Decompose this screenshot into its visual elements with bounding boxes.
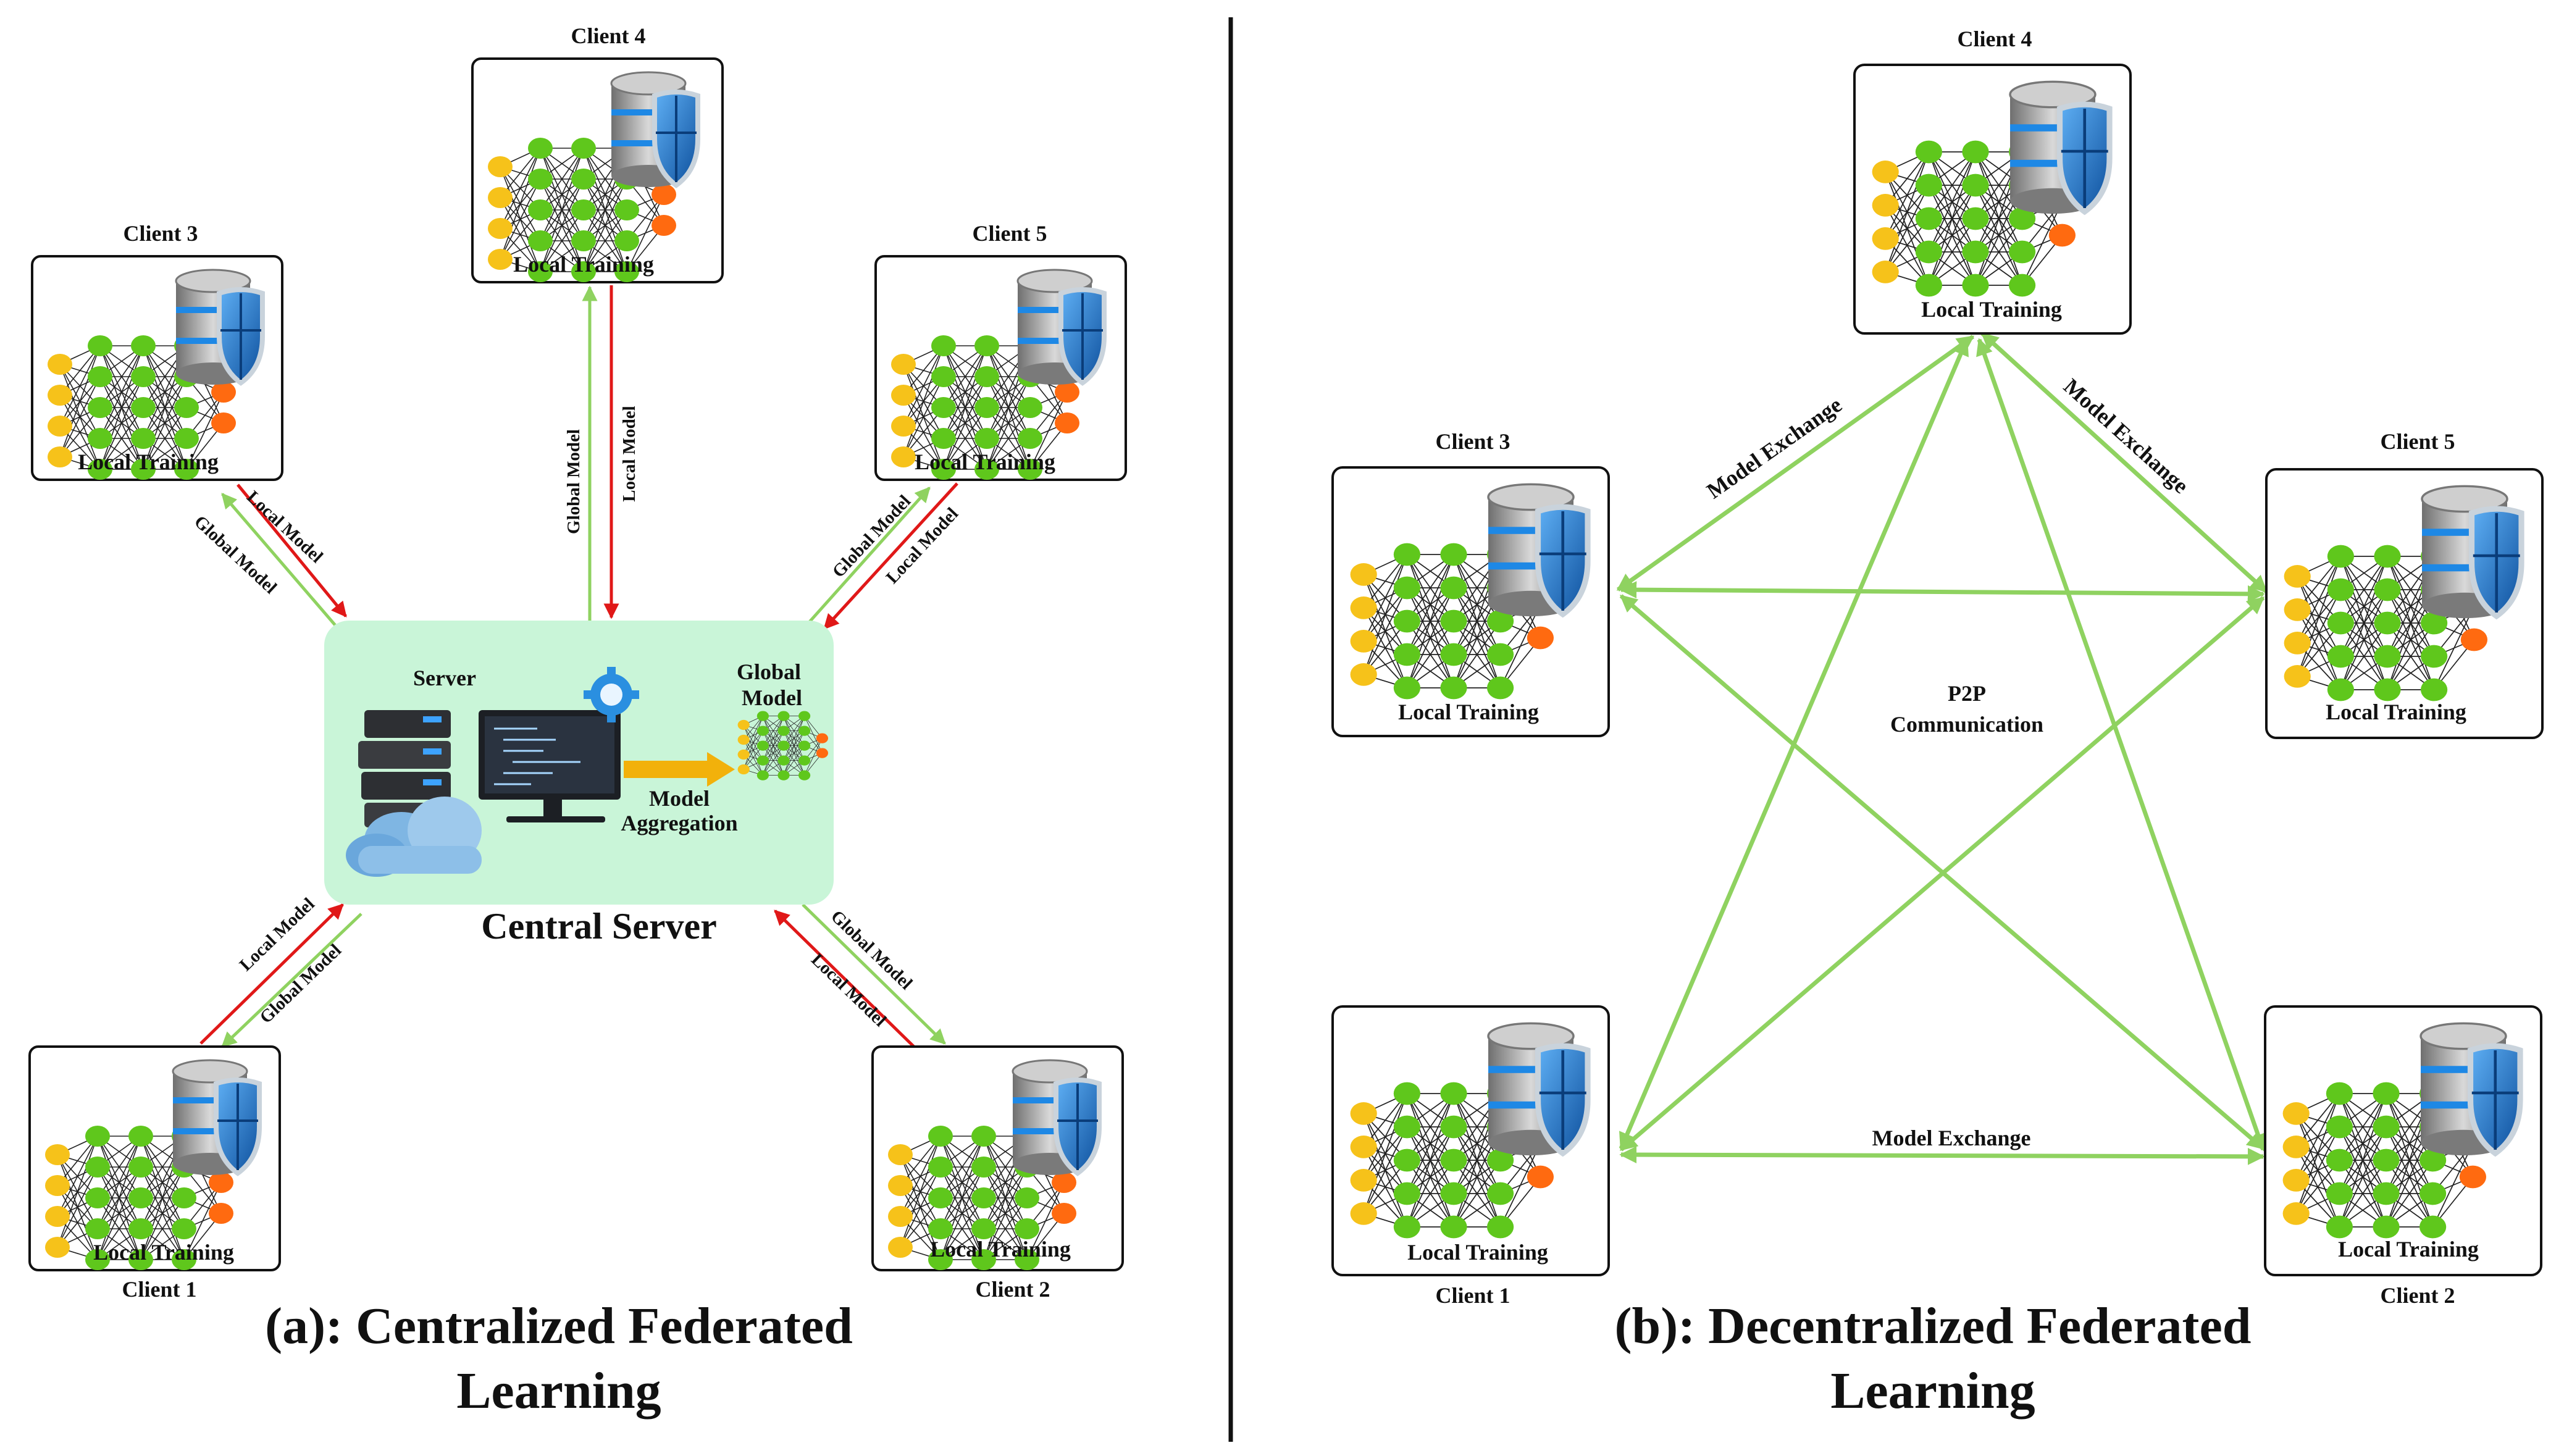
- arrow-client1-local: [199, 903, 344, 1045]
- database-shield-icon: [1488, 484, 1588, 616]
- arrow-client3-global: [221, 493, 338, 628]
- aggregation-label-line2: Aggregation: [621, 811, 737, 835]
- central-server-panel: Server: [324, 621, 834, 947]
- aggregation-arrow-icon: [624, 752, 735, 787]
- gear-icon: [584, 667, 639, 722]
- decentralized-panel: Model Exchange Model Exchange Model Exch…: [1331, 27, 2544, 1420]
- local-training-label: Local Training: [930, 1237, 1071, 1261]
- client-card: Client 3 Local Training: [31, 221, 283, 481]
- global-model-label-line2: Model: [742, 685, 802, 710]
- client-card: Client 5 Local Training: [874, 221, 1127, 481]
- client-name: Client 4: [571, 23, 646, 48]
- arrow-client1-global: [221, 913, 362, 1048]
- client-card: Client 4 Local Training: [471, 23, 724, 283]
- client-name: Client 5: [2381, 429, 2455, 454]
- exchange-label-right: Model Exchange: [2059, 374, 2193, 498]
- local-training-label: Local Training: [78, 450, 219, 474]
- local-training-label: Local Training: [1921, 297, 2062, 322]
- arrow-label-client3-global: Global Model: [190, 512, 280, 598]
- client-name: Client 4: [1958, 27, 2032, 51]
- exchange-label-left: Model Exchange: [1702, 392, 1846, 503]
- database-shield-icon: [611, 72, 698, 187]
- database-shield-icon: [173, 1060, 259, 1175]
- exchange-line-c3-c5: [1619, 581, 2265, 603]
- caption-a-line1: (a): Centralized Federated: [265, 1297, 853, 1355]
- database-shield-icon: [2421, 1023, 2520, 1155]
- arrow-client5-local: [823, 482, 958, 630]
- arrow-client2-global: [802, 903, 946, 1045]
- client-name: Client 1: [122, 1277, 197, 1302]
- server-label: Server: [413, 666, 476, 690]
- client-card: Client 3 Local Training: [1331, 429, 1610, 737]
- arrow-label-client1-local: Local Model: [236, 894, 319, 975]
- database-shield-icon: [2422, 486, 2521, 618]
- client-card: Local Training Client 1: [28, 1045, 281, 1302]
- exchange-label-bottom: Model Exchange: [1872, 1126, 2031, 1150]
- global-model-label-line1: Global: [737, 659, 801, 684]
- caption-a-line2: Learning: [456, 1362, 661, 1420]
- aggregation-label-line1: Model: [649, 786, 710, 811]
- database-shield-icon: [1018, 270, 1104, 385]
- exchange-line-c3-c4: [1616, 335, 1975, 592]
- arrow-client5-global: [808, 487, 931, 624]
- local-training-label: Local Training: [915, 450, 1055, 474]
- monitor-icon: [479, 710, 621, 822]
- arrow-client3-local: [237, 483, 347, 617]
- client-card: Local Training Client 2: [871, 1045, 1124, 1302]
- local-training-label: Local Training: [1407, 1240, 1548, 1265]
- client-card: Client 4 Local Training: [1853, 27, 2132, 335]
- client-card: Client 5 Local Training: [2265, 429, 2544, 739]
- arrow-client2-local: [774, 910, 918, 1051]
- client-name: Client 1: [1436, 1283, 1510, 1308]
- caption-b-line2: Learning: [1830, 1362, 2035, 1420]
- local-training-label: Local Training: [2326, 700, 2466, 724]
- arrow-label-client4-local: Local Model: [619, 406, 639, 501]
- exchange-line-c5-c1: [1619, 596, 2265, 1152]
- database-shield-icon: [1488, 1023, 1588, 1155]
- arrow-label-client4-global: Global Model: [564, 429, 584, 534]
- client-name: Client 2: [2381, 1283, 2455, 1308]
- local-training-label: Local Training: [2338, 1237, 2479, 1261]
- client-card: Local Training Client 2: [2264, 1005, 2542, 1308]
- client-name: Client 3: [1436, 429, 1510, 454]
- client-card: Local Training Client 1: [1331, 1005, 1610, 1308]
- local-training-label: Local Training: [93, 1240, 234, 1265]
- central-server-title: Central Server: [481, 906, 717, 947]
- cloud-icon: [346, 797, 482, 877]
- database-shield-icon: [1013, 1060, 1099, 1175]
- p2p-label-line1: P2P: [1948, 681, 1986, 706]
- p2p-label-line2: Communication: [1890, 712, 2043, 737]
- local-training-label: Local Training: [513, 252, 654, 277]
- centralized-panel: Global Model Local Model Global Model Lo…: [28, 23, 1127, 1420]
- client-name: Client 3: [124, 221, 198, 246]
- client-name: Client 5: [973, 221, 1047, 246]
- exchange-line-c1-c2: [1619, 1146, 2265, 1165]
- arrow-label-client3-local: Local Model: [243, 487, 327, 567]
- database-shield-icon: [2010, 82, 2109, 214]
- local-training-label: Local Training: [1398, 700, 1539, 724]
- client-name: Client 2: [976, 1277, 1050, 1302]
- database-shield-icon: [176, 270, 262, 385]
- caption-b-line1: (b): Decentralized Federated: [1615, 1297, 2252, 1355]
- exchange-line-c4-c5: [1980, 332, 2268, 593]
